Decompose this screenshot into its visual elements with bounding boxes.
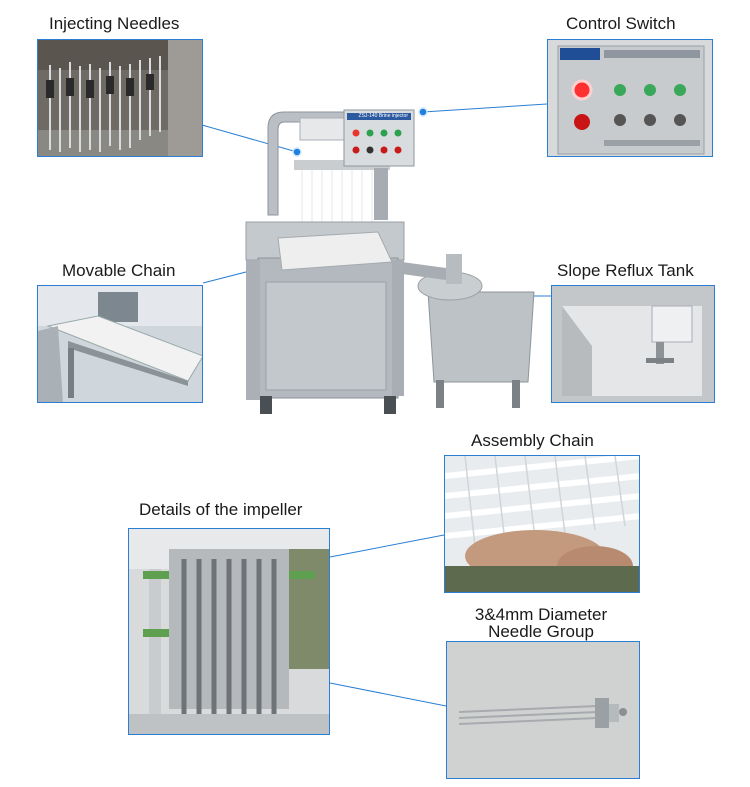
- lead-dot-control: [418, 107, 428, 117]
- label-assembly-chain: Assembly Chain: [471, 431, 594, 450]
- lead-dot-needles: [292, 147, 302, 157]
- label-needle-group-line1: 3&4mm Diameter: [474, 605, 608, 624]
- needle-group-illustration: [447, 642, 639, 778]
- needles-illustration: [38, 40, 202, 156]
- photo-assembly-chain: [444, 455, 640, 593]
- lead-movable-chain: [202, 261, 286, 284]
- photo-movable-chain: [37, 285, 203, 403]
- lead-needle-group: [329, 682, 447, 707]
- lead-control-switch: [422, 103, 548, 113]
- photo-needle-group: [446, 641, 640, 779]
- photo-impeller-details: [128, 528, 330, 735]
- label-injecting-needles: Injecting Needles: [49, 14, 180, 33]
- photo-control-switch: [547, 39, 713, 157]
- lead-dot-tank: [524, 291, 534, 301]
- label-impeller-details: Details of the impeller: [139, 500, 303, 519]
- lead-dot-chain: [280, 257, 290, 267]
- reflux-tank-illustration: [552, 286, 714, 402]
- label-control-switch: Control Switch: [566, 14, 676, 33]
- movable-chain-illustration: [38, 286, 202, 402]
- label-movable-chain: Movable Chain: [62, 261, 176, 280]
- lead-injecting-needles: [201, 124, 298, 153]
- impeller-illustration: [129, 529, 329, 734]
- label-needle-group: 3&4mm Diameter Needle Group: [458, 606, 624, 640]
- photo-slope-reflux-tank: [551, 285, 715, 403]
- label-slope-reflux-tank: Slope Reflux Tank: [557, 261, 694, 280]
- photo-injecting-needles: [37, 39, 203, 157]
- assembly-chain-illustration: [445, 456, 639, 592]
- label-needle-group-line2: Needle Group: [488, 622, 594, 641]
- panel-header-text: ZSJ-140 Brine injector: [358, 113, 408, 119]
- control-panel-illustration: [548, 40, 712, 156]
- lead-assembly-chain: [329, 534, 445, 558]
